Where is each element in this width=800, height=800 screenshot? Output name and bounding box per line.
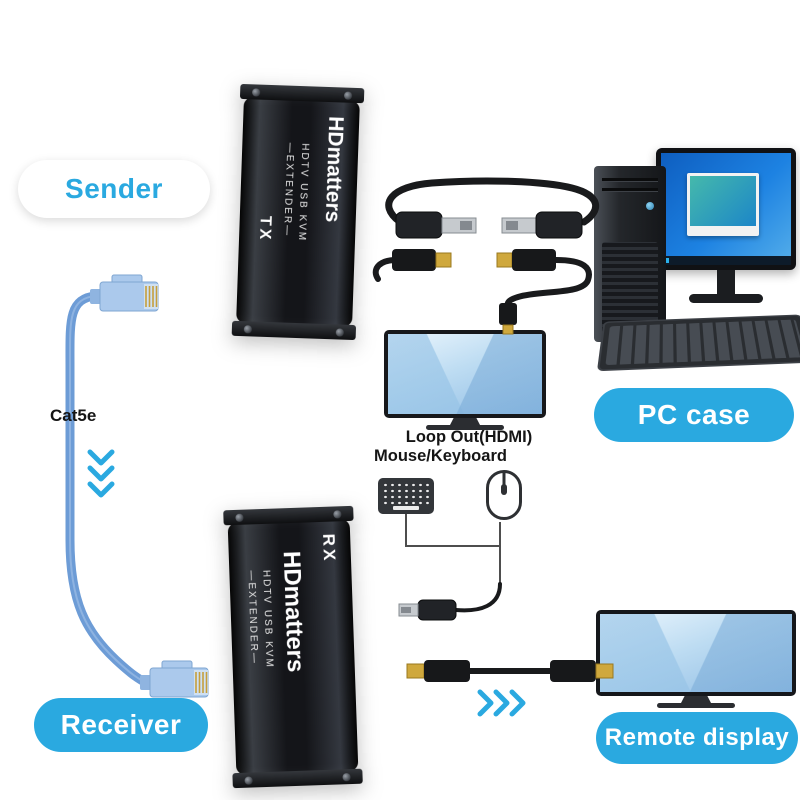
pc-monitor-frame	[656, 148, 796, 270]
monitor-base	[689, 294, 763, 303]
usb-drop-connector	[398, 582, 502, 621]
taskbar	[661, 256, 791, 265]
keyboard-keys	[605, 319, 800, 366]
usb-connector-left	[395, 211, 477, 239]
hdmi-connector-left	[392, 249, 452, 271]
monitor-screen	[600, 614, 792, 692]
cat5e-cable	[65, 291, 155, 690]
monitor-stand	[717, 270, 735, 294]
monitor-stand	[681, 696, 711, 703]
rj45-connector-bottom	[140, 660, 209, 698]
tower-grill	[602, 242, 658, 334]
loop-out-monitor	[384, 330, 546, 430]
screw-icon	[243, 324, 253, 333]
monitor-frame	[384, 330, 546, 418]
cat5e-label: Cat5e	[50, 406, 97, 425]
pc-tower	[594, 166, 666, 342]
remote-display-monitor	[596, 610, 796, 708]
mounting-flange	[232, 768, 363, 789]
device-body: HDmatters HDTV USB KVM —EXTENDER— RX	[227, 518, 359, 776]
chevrons-down-icon	[87, 449, 115, 498]
remote-display-label: Remote display	[596, 712, 798, 764]
rx-port-label: RX	[319, 533, 340, 564]
windows-desktop-screen	[661, 153, 791, 265]
screw-icon	[335, 327, 344, 337]
rx-extender-device: HDmatters HDTV USB KVM —EXTENDER— RX	[223, 505, 363, 789]
keyboard-icon-keys	[382, 482, 430, 505]
hdmi-cable-loop	[372, 257, 592, 309]
rj45-connector-top	[90, 274, 159, 312]
drive-bay	[602, 178, 658, 182]
power-button-icon	[646, 202, 654, 210]
keyboard-icon	[378, 478, 434, 514]
device-model: HDTV USB KVM —EXTENDER—	[279, 142, 312, 242]
sender-label: Sender	[18, 160, 210, 218]
drive-bay	[602, 188, 658, 192]
remote-hdmi-cable	[406, 660, 614, 682]
screw-icon	[343, 91, 353, 100]
monitor-base	[426, 425, 504, 430]
screw-icon	[333, 509, 342, 519]
receiver-label: Receiver	[34, 698, 208, 752]
screw-icon	[244, 775, 253, 785]
monitor-frame	[596, 610, 796, 696]
mouse-keyboard-label: Mouse/Keyboard	[374, 447, 507, 465]
hdmi-connector-right	[496, 249, 556, 271]
mounting-flange	[231, 320, 357, 341]
pc-case-label: PC case	[594, 388, 794, 442]
device-body: HDmatters HDTV USB KVM —EXTENDER— TX	[236, 97, 360, 327]
pc-keyboard	[596, 314, 800, 372]
monitor-base	[657, 703, 735, 708]
connection-lines	[405, 514, 501, 584]
screw-icon	[342, 772, 351, 781]
usb-cable	[385, 177, 600, 226]
device-brand: HDmatters	[277, 550, 309, 673]
mouse-icon	[486, 470, 522, 520]
tx-extender-device: HDmatters HDTV USB KVM —EXTENDER— TX	[231, 83, 365, 341]
screw-icon	[235, 513, 244, 522]
usb-connector-right	[501, 211, 583, 239]
monitor-screen	[388, 334, 542, 414]
window-image	[690, 176, 756, 226]
tx-port-label: TX	[255, 215, 274, 243]
screw-icon	[252, 87, 261, 97]
loop-out-label: Loop Out(HDMI)	[405, 428, 533, 446]
monitor-stand	[450, 418, 480, 425]
chevrons-right-icon	[477, 689, 526, 717]
device-brand: HDmatters	[320, 115, 348, 223]
desktop-window	[687, 173, 759, 236]
pc-monitor	[656, 148, 796, 303]
start-button-icon	[664, 258, 669, 263]
device-model: HDTV USB KVM —EXTENDER—	[243, 570, 276, 670]
